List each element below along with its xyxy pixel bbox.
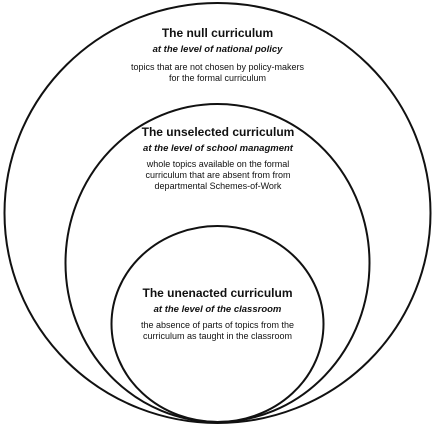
unenacted-curriculum-circle [110,225,325,423]
unselected-curriculum-title: The unselected curriculum [141,125,295,139]
unselected-curriculum-label: The unselected curriculum at the level o… [133,125,303,192]
unenacted-curriculum-title: The unenacted curriculum [142,286,293,300]
unenacted-curriculum-level: at the level of the classroom [153,304,282,315]
unselected-curriculum-level: at the level of school managment [143,143,293,154]
null-curriculum-title: The null curriculum [161,26,274,40]
unenacted-curriculum-description: the absence of parts of topics from the … [140,320,295,341]
unselected-curriculum-description: whole topics available on the formal cur… [145,159,291,191]
null-curriculum-label: The null curriculum at the level of nati… [130,26,305,84]
unenacted-curriculum-label: The unenacted curriculum at the level of… [135,286,300,342]
null-curriculum-level: at the level of national policy [152,44,283,55]
null-curriculum-description: topics that are not chosen by policy-mak… [130,62,305,83]
